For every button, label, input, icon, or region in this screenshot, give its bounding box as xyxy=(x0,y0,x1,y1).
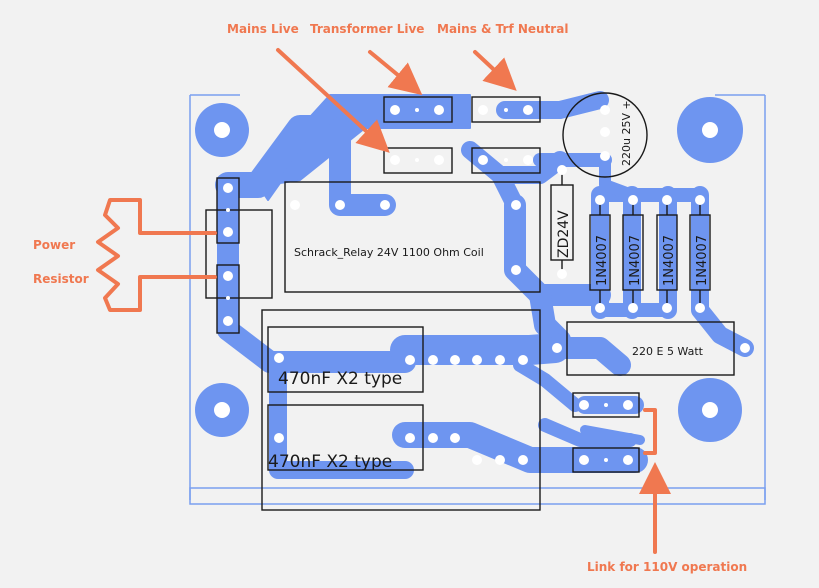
electrolytic-outline xyxy=(562,92,648,178)
annotations: Mains Live Transformer Live Mains & Trf … xyxy=(33,22,747,574)
mounting-hole-bottom-right xyxy=(678,378,742,442)
pads xyxy=(223,105,750,465)
diode-2-label: 1N4007 xyxy=(628,235,643,286)
power-resistor-annotation-line1: Power xyxy=(33,238,75,252)
cap2-outline xyxy=(267,404,424,471)
mains-live-arrow xyxy=(276,48,390,153)
capacitor-block-outline xyxy=(261,309,541,511)
diode-4-label: 1N4007 xyxy=(695,235,710,286)
silkscreen xyxy=(205,92,735,511)
transformer-live-annotation: Transformer Live xyxy=(310,22,424,36)
resistor-terminal-box xyxy=(205,209,273,299)
mounting-hole-bottom-left xyxy=(195,383,249,437)
relay-outline xyxy=(284,181,541,293)
mounting-hole-top-right xyxy=(677,97,743,163)
transformer-live-arrow xyxy=(368,50,423,96)
relay-label: Schrack_Relay 24V 1100 Ohm Coil xyxy=(294,246,484,259)
cap1-outline xyxy=(267,326,424,393)
neutral-arrow xyxy=(473,50,517,91)
connector-neutral-top-outline xyxy=(471,96,541,123)
connector-transformer-live-outline xyxy=(383,147,453,174)
board-outline xyxy=(189,94,766,505)
resistor-label: 220 E 5 Watt xyxy=(632,345,704,358)
connector-neutral-bottom-outline xyxy=(471,147,541,174)
cap1-label: 470nF X2 type xyxy=(278,369,402,389)
connector-mains-live-outline xyxy=(383,96,453,123)
diode-1-label: 1N4007 xyxy=(595,235,610,286)
mounting-hole-top-left xyxy=(195,103,249,157)
power-resistor-annotation-line2: Resistor xyxy=(33,272,89,286)
power-resistor-outline xyxy=(566,321,735,376)
link-110v-bracket xyxy=(643,408,657,455)
mains-live-annotation: Mains Live xyxy=(227,22,299,36)
link-110v-bottom-outline xyxy=(572,447,640,473)
link-110v-top-outline xyxy=(572,392,640,418)
zener-label: ZD24V xyxy=(556,210,572,258)
power-resistor-symbol xyxy=(96,198,217,312)
connector-resistor-bottom-outline xyxy=(216,264,240,334)
link-110v-annotation: Link for 110V operation xyxy=(587,560,747,574)
electrolytic-label: 220u 25V + xyxy=(620,100,633,166)
cap2-label: 470nF X2 type xyxy=(268,452,392,472)
mains-trf-neutral-annotation: Mains & Trf Neutral xyxy=(437,22,568,36)
mounting-holes xyxy=(195,97,743,442)
diode-3-label: 1N4007 xyxy=(662,235,677,286)
